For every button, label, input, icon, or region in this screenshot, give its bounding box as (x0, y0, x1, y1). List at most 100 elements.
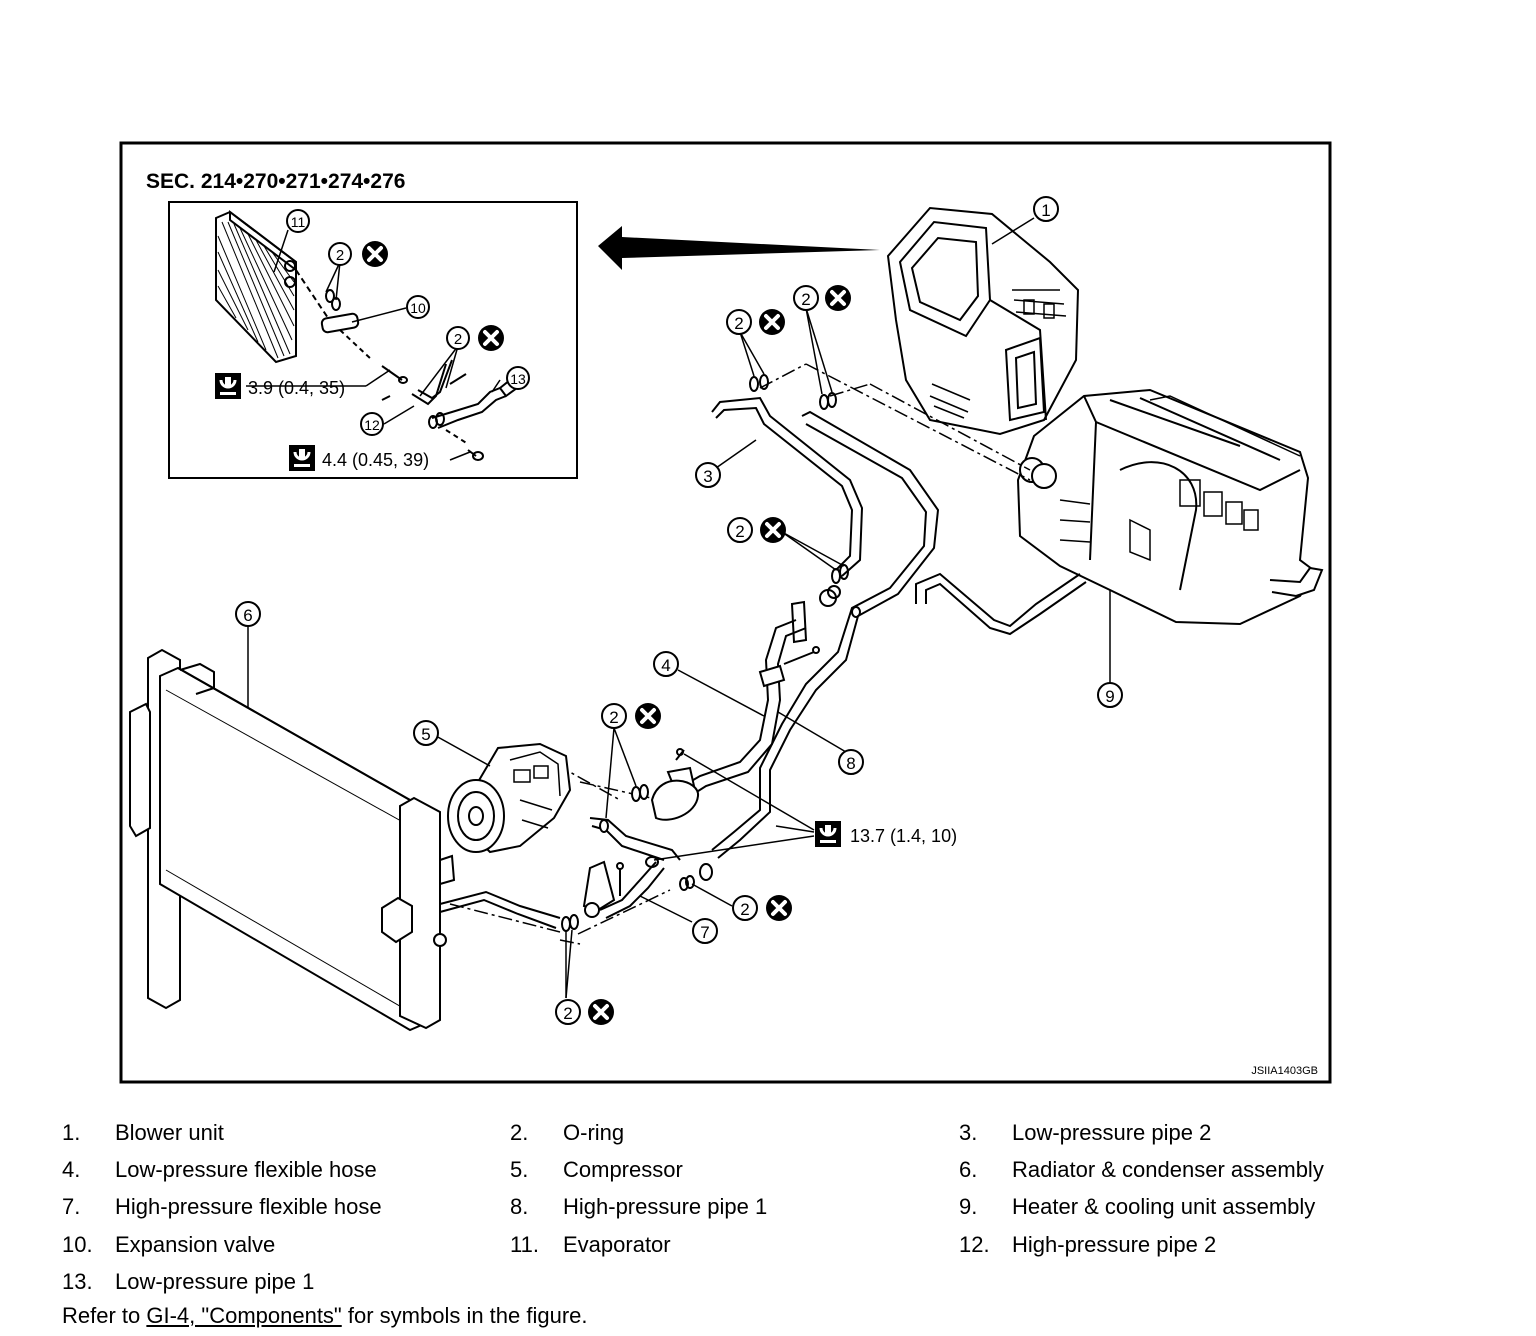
svg-text:2: 2 (336, 247, 344, 264)
part-name: Compressor (563, 1157, 683, 1182)
callout-1: 1 (1033, 196, 1059, 222)
x-circle-icon (360, 239, 390, 269)
image-code: JSIIA1403GB (1251, 1065, 1318, 1077)
arrow-left-icon (598, 226, 880, 270)
inset-pipes-drawing (381, 359, 530, 461)
radiator-condenser-drawing (129, 648, 561, 1032)
svg-text:3: 3 (703, 467, 712, 486)
part-name: Low-pressure flexible hose (115, 1157, 377, 1182)
svg-text:2: 2 (734, 314, 743, 333)
svg-text:11: 11 (291, 214, 306, 230)
part-name: Evaporator (563, 1232, 671, 1257)
callout-7: 7 (692, 918, 718, 944)
part-number: 2. (510, 1120, 529, 1145)
part-number: 11. (510, 1232, 539, 1257)
assembly-centerlines (449, 363, 1031, 945)
compressor-drawing (447, 742, 681, 861)
x-circle-icon (758, 515, 788, 545)
callout-8: 8 (838, 749, 864, 775)
refer-suffix: for symbols in the figure. (341, 1303, 588, 1328)
callout-2-d: 2 (601, 703, 627, 729)
x-circle-icon (476, 323, 506, 353)
part-number: 9. (959, 1194, 978, 1219)
callout-2-f: 2 (555, 999, 581, 1025)
high-pressure-flexible-hose-drawing (561, 856, 713, 932)
svg-text:12: 12 (364, 417, 380, 433)
callout-13: 13 (506, 366, 530, 390)
svg-text:2: 2 (735, 522, 744, 541)
x-circle-icon (764, 893, 794, 923)
callout-2-e: 2 (732, 895, 758, 921)
part-name: Low-pressure pipe 1 (115, 1269, 315, 1294)
part-name: High-pressure flexible hose (115, 1194, 382, 1219)
callout-9: 9 (1097, 682, 1123, 708)
expansion-valve-drawing (295, 269, 408, 384)
torque-label-expansion-valve: 3.9 (0.4, 35) (248, 378, 345, 398)
part-number: 7. (62, 1194, 81, 1219)
torque-wrench-icon (287, 443, 317, 473)
refer-prefix: Refer to (62, 1303, 147, 1328)
callout-4: 4 (653, 651, 679, 677)
callout-10: 10 (406, 295, 430, 319)
part-name: Expansion valve (115, 1232, 276, 1257)
callout-2-b: 2 (793, 285, 819, 311)
x-circle-icon (633, 701, 663, 731)
refer-note: Refer to GI-4, "Components" for symbols … (62, 1303, 588, 1329)
low-pressure-pipe-2-drawing (711, 374, 864, 577)
svg-text:5: 5 (421, 725, 430, 744)
part-number: 12. (959, 1232, 990, 1257)
torque-wrench-icon (813, 819, 843, 849)
part-number: 8. (510, 1194, 529, 1219)
svg-text:2: 2 (740, 900, 749, 919)
callout-2-a: 2 (726, 309, 752, 335)
callout-2-inset-a: 2 (328, 242, 352, 266)
part-name: O-ring (563, 1120, 625, 1145)
svg-text:2: 2 (563, 1004, 572, 1023)
torque-label-pipe-bolt: 4.4 (0.45, 39) (322, 450, 429, 470)
ac-system-diagram: SEC. 214•270•271•274•276 JSIIA1403GB (119, 141, 1332, 1084)
blower-unit-drawing (886, 206, 1080, 436)
callout-5: 5 (413, 720, 439, 746)
callout-12: 12 (360, 412, 384, 436)
low-pressure-flexible-hose-drawing (650, 564, 849, 821)
svg-text:10: 10 (410, 300, 426, 316)
svg-text:4: 4 (661, 656, 670, 675)
svg-text:2: 2 (801, 290, 810, 309)
part-number: 1. (62, 1120, 81, 1145)
section-title: SEC. 214•270•271•274•276 (146, 170, 405, 193)
svg-text:13: 13 (510, 371, 526, 387)
svg-text:6: 6 (243, 606, 252, 625)
evaporator-drawing (215, 209, 297, 364)
torque-label-hose-bolts: 13.7 (1.4, 10) (850, 826, 957, 846)
part-number: 5. (510, 1157, 529, 1182)
heater-outlet-pipe-drawing (915, 572, 1087, 636)
callout-2-inset-b: 2 (446, 326, 470, 350)
part-name: Radiator & condenser assembly (1012, 1157, 1324, 1182)
part-name: High-pressure pipe 2 (1012, 1232, 1217, 1257)
part-number: 3. (959, 1120, 978, 1145)
inset-frame (168, 201, 578, 479)
x-circle-icon (823, 283, 853, 313)
figure-frame (119, 141, 1332, 1084)
heater-cooling-unit-drawing (1016, 388, 1324, 626)
callout-3: 3 (695, 462, 721, 488)
part-name: Heater & cooling unit assembly (1012, 1194, 1316, 1219)
components-link[interactable]: GI-4, "Components" (146, 1303, 342, 1328)
part-name: Low-pressure pipe 2 (1012, 1120, 1212, 1145)
part-name: Blower unit (115, 1120, 224, 1145)
x-circle-icon (757, 307, 787, 337)
part-number: 4. (62, 1157, 81, 1182)
svg-text:2: 2 (609, 708, 618, 727)
part-name: High-pressure pipe 1 (563, 1194, 768, 1219)
callout-11: 11 (286, 209, 310, 233)
part-number: 6. (959, 1157, 978, 1182)
torque-wrench-icon (213, 371, 243, 401)
svg-text:1: 1 (1041, 201, 1050, 220)
callout-2-c: 2 (727, 517, 753, 543)
part-number: 13. (62, 1269, 93, 1294)
callout-6: 6 (235, 601, 261, 627)
high-pressure-pipe-1-drawing (711, 392, 940, 859)
svg-text:9: 9 (1105, 687, 1114, 706)
part-number: 10. (62, 1232, 93, 1257)
svg-text:7: 7 (700, 923, 709, 942)
